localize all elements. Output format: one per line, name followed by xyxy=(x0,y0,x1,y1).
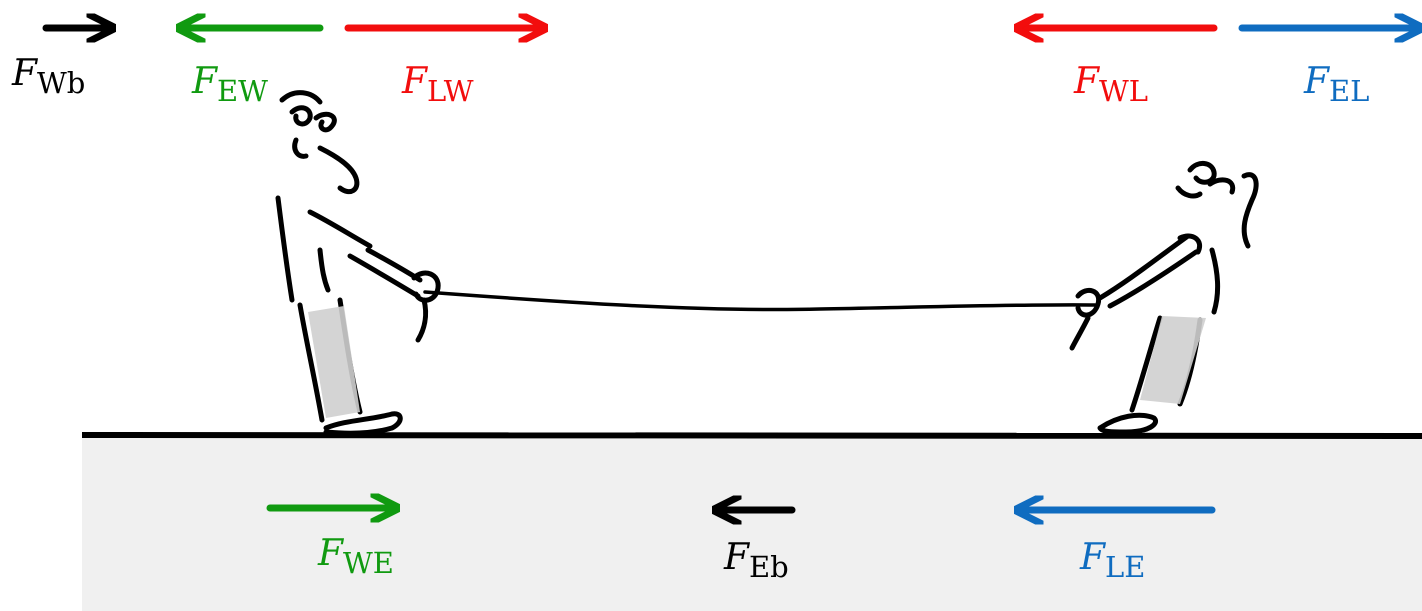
left-person-figure xyxy=(275,90,441,436)
right-person-pants xyxy=(1140,316,1206,404)
label-f-we: FWE xyxy=(318,533,394,580)
label-f-le: FLE xyxy=(1080,537,1146,584)
label-f-wb: FWb xyxy=(12,53,86,100)
ground-line xyxy=(81,432,1422,439)
label-f-wl: FWL xyxy=(1074,61,1149,108)
label-f-lw: FLW xyxy=(402,61,474,108)
label-f-ew: FEW xyxy=(192,61,268,108)
right-person-figure xyxy=(1069,161,1259,435)
rope xyxy=(423,290,1097,312)
ground xyxy=(82,435,1422,611)
label-f-eb: FEb xyxy=(724,537,789,584)
left-person-pants xyxy=(308,306,360,418)
label-f-el: FEL xyxy=(1304,61,1370,108)
